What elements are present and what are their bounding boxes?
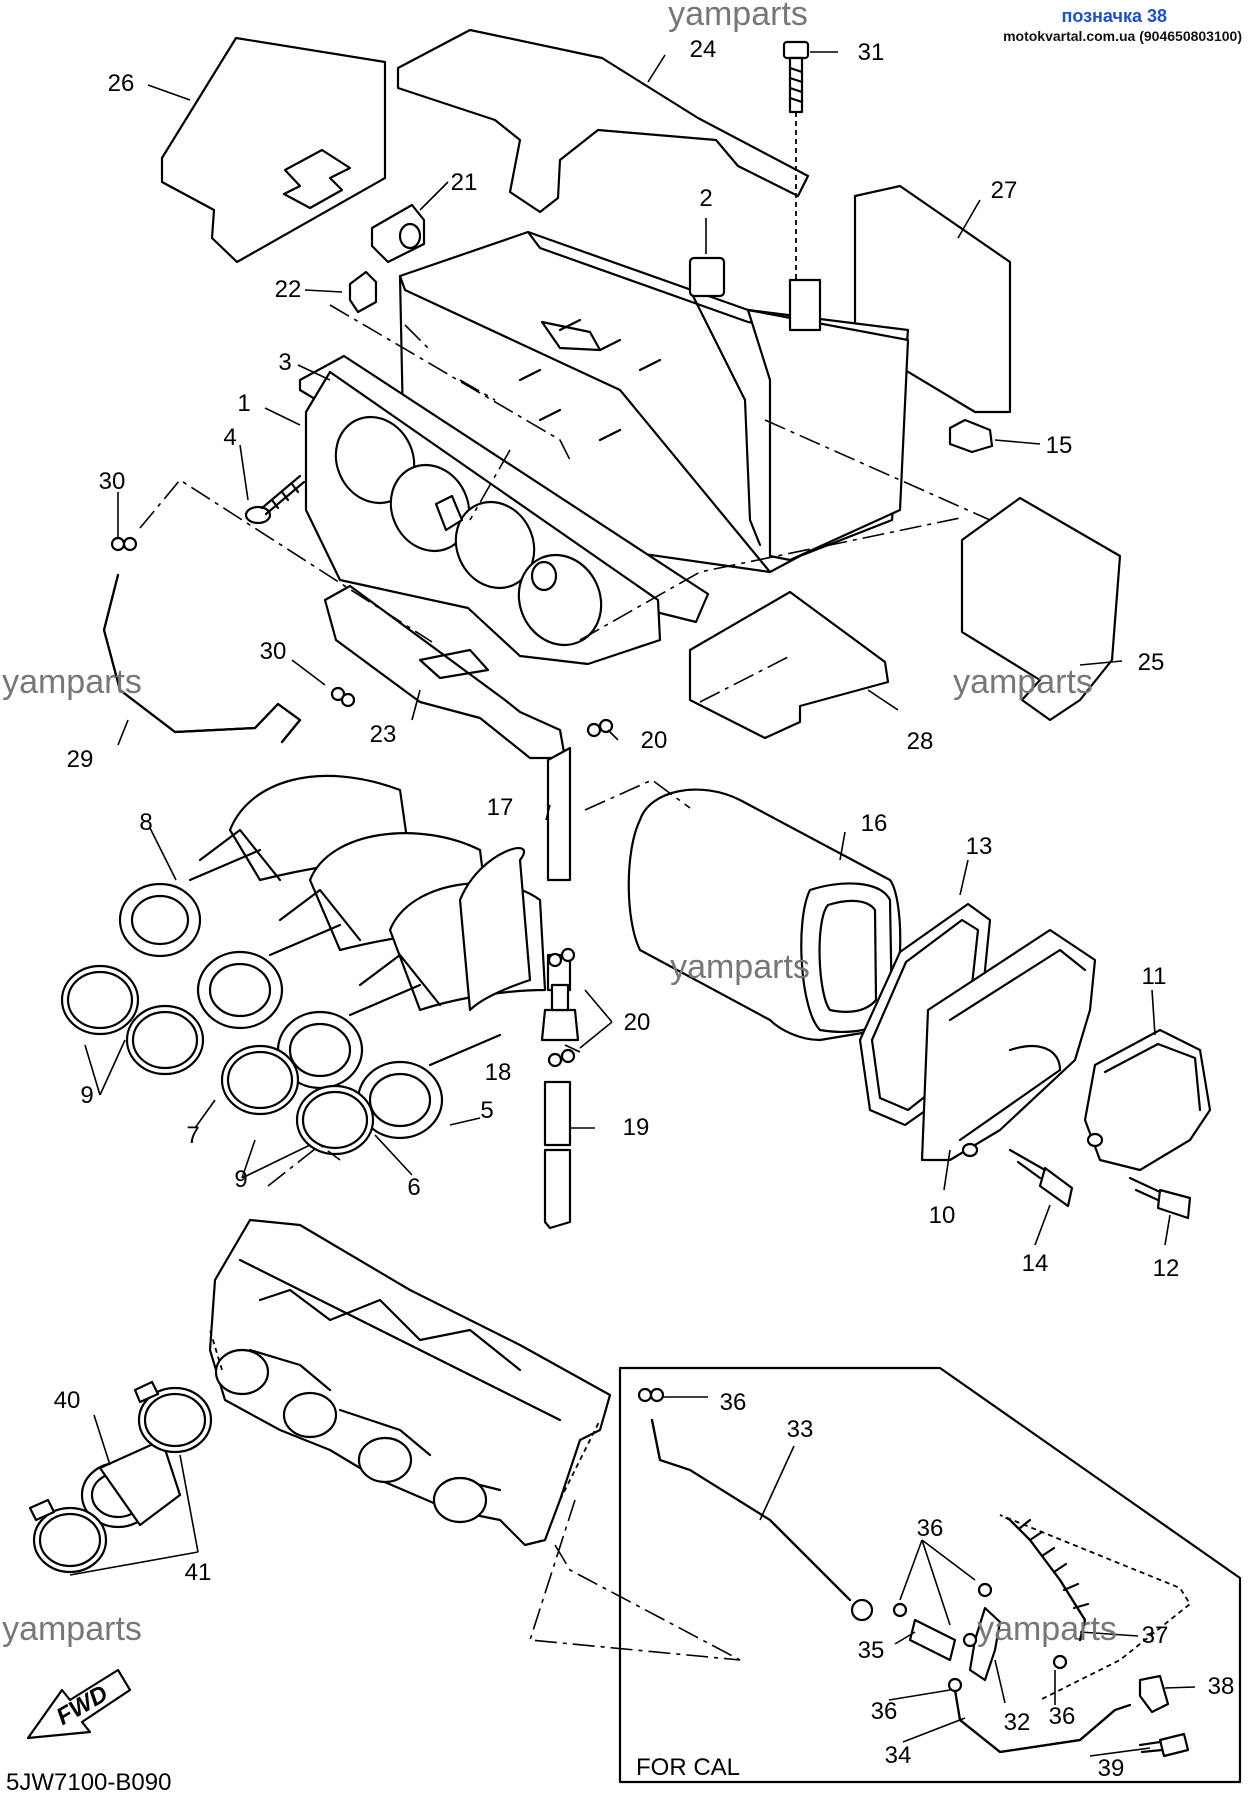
- callout-14: 14: [1022, 1250, 1049, 1277]
- callout-5: 5: [480, 1097, 493, 1124]
- watermark-top: yamparts: [668, 0, 808, 33]
- fwd-arrow-icon: FWD: [26, 1668, 132, 1740]
- callout-40: 40: [54, 1387, 81, 1414]
- screw-4: [244, 474, 306, 525]
- diagram-code: 5JW7100-B090: [6, 1769, 171, 1796]
- callout-16: 16: [861, 810, 888, 837]
- callout-28: 28: [907, 728, 934, 755]
- callout-30a: 30: [99, 468, 126, 495]
- clamps-41: [28, 1380, 213, 1574]
- hose-19: [543, 1080, 572, 1230]
- callout-12: 12: [1153, 1255, 1180, 1282]
- callout-36a: 36: [720, 1389, 747, 1416]
- callout-20b: 20: [624, 1009, 651, 1036]
- callout-39: 39: [1098, 1755, 1125, 1782]
- callout-23: 23: [370, 721, 397, 748]
- callout-labels: 1 2 3 4 5 6 7 8 9 9 10 11 12 13 14 15 16…: [54, 36, 1235, 1782]
- plate-28: [688, 590, 890, 740]
- callout-33: 33: [787, 1416, 814, 1443]
- callout-31: 31: [858, 39, 885, 66]
- callout-25: 25: [1138, 649, 1165, 676]
- watermark-mid: yamparts: [670, 948, 810, 986]
- header-title: позначка 38: [1061, 6, 1167, 26]
- bolt-39: [1138, 1732, 1190, 1758]
- fitting-18: [540, 983, 580, 1042]
- callout-13: 13: [966, 833, 993, 860]
- callout-19: 19: [623, 1114, 650, 1141]
- callout-21: 21: [451, 169, 478, 196]
- callout-26: 26: [108, 70, 135, 97]
- callout-3: 3: [278, 349, 291, 376]
- hose-34: [953, 1688, 1132, 1754]
- callout-32: 32: [1004, 1709, 1031, 1736]
- callout-2: 2: [699, 185, 712, 212]
- callout-18: 18: [485, 1059, 512, 1086]
- callout-27: 27: [991, 177, 1018, 204]
- callout-10: 10: [929, 1202, 956, 1229]
- screw-12: [1128, 1176, 1192, 1220]
- callout-30b: 30: [260, 638, 287, 665]
- grommet-15: [948, 418, 994, 454]
- callout-36d: 36: [1049, 1703, 1076, 1730]
- callout-7: 7: [186, 1122, 199, 1149]
- callout-9b: 9: [234, 1166, 247, 1193]
- gasket-frame-1-3: [298, 354, 710, 666]
- screw-14: [1008, 1148, 1074, 1208]
- callout-24: 24: [690, 36, 717, 63]
- fitting-38: [1138, 1674, 1170, 1714]
- header-site: motokvartal.com.ua (904650803100): [1003, 28, 1242, 44]
- callout-8: 8: [139, 809, 152, 836]
- filter-16: [627, 788, 902, 1042]
- watermark-bottom-left: yamparts: [2, 1610, 142, 1648]
- case-10: [920, 928, 1097, 1162]
- callout-41: 41: [185, 1559, 212, 1586]
- clip-22: [348, 270, 378, 314]
- callout-34: 34: [885, 1742, 912, 1769]
- joint-8-7-6-5: [118, 774, 547, 1140]
- leader-lines: [69, 51, 1196, 1757]
- watermarks: yamparts yamparts yamparts yamparts yamp…: [2, 0, 1117, 1648]
- callout-35: 35: [858, 1637, 885, 1664]
- clip-20a: [586, 718, 614, 738]
- clamps-9b: [220, 1044, 375, 1156]
- fitting-21: [370, 203, 426, 264]
- callout-37: 37: [1142, 1622, 1169, 1649]
- clamp-30a: [110, 536, 138, 552]
- callout-9a: 9: [80, 1082, 93, 1109]
- assembly-lines: [139, 304, 991, 1661]
- callout-15: 15: [1046, 432, 1073, 459]
- intake-duct-24: [396, 28, 810, 214]
- watermark-right: yamparts: [953, 663, 1093, 701]
- inset-box: [618, 1366, 1242, 1784]
- carburetor-assembly: [208, 1218, 612, 1547]
- watermark-left: yamparts: [2, 663, 142, 701]
- joint-40: [80, 1438, 182, 1529]
- callout-6: 6: [407, 1174, 420, 1201]
- callout-1: 1: [237, 390, 250, 417]
- hose-33: [650, 1418, 874, 1622]
- hose-29: [102, 573, 302, 744]
- callout-17: 17: [487, 794, 514, 821]
- callout-11: 11: [1142, 963, 1167, 990]
- clips-20b: [547, 947, 576, 1068]
- callout-20a: 20: [641, 727, 668, 754]
- hose-37: [999, 1514, 1192, 1701]
- callout-36b: 36: [917, 1515, 944, 1542]
- cover-11: [1083, 1028, 1212, 1172]
- callout-4: 4: [223, 424, 236, 451]
- callout-22: 22: [275, 276, 302, 303]
- callout-38: 38: [1208, 1673, 1235, 1700]
- watermark-bottom-right: yamparts: [977, 1610, 1117, 1648]
- side-cover-26: [160, 36, 387, 264]
- clamp-30b: [330, 686, 356, 708]
- clips-36: [637, 1387, 1068, 1693]
- callout-36c: 36: [871, 1698, 898, 1725]
- clamps-9a: [60, 964, 205, 1076]
- callout-29: 29: [67, 746, 94, 773]
- inset-label: FOR CAL: [636, 1754, 740, 1781]
